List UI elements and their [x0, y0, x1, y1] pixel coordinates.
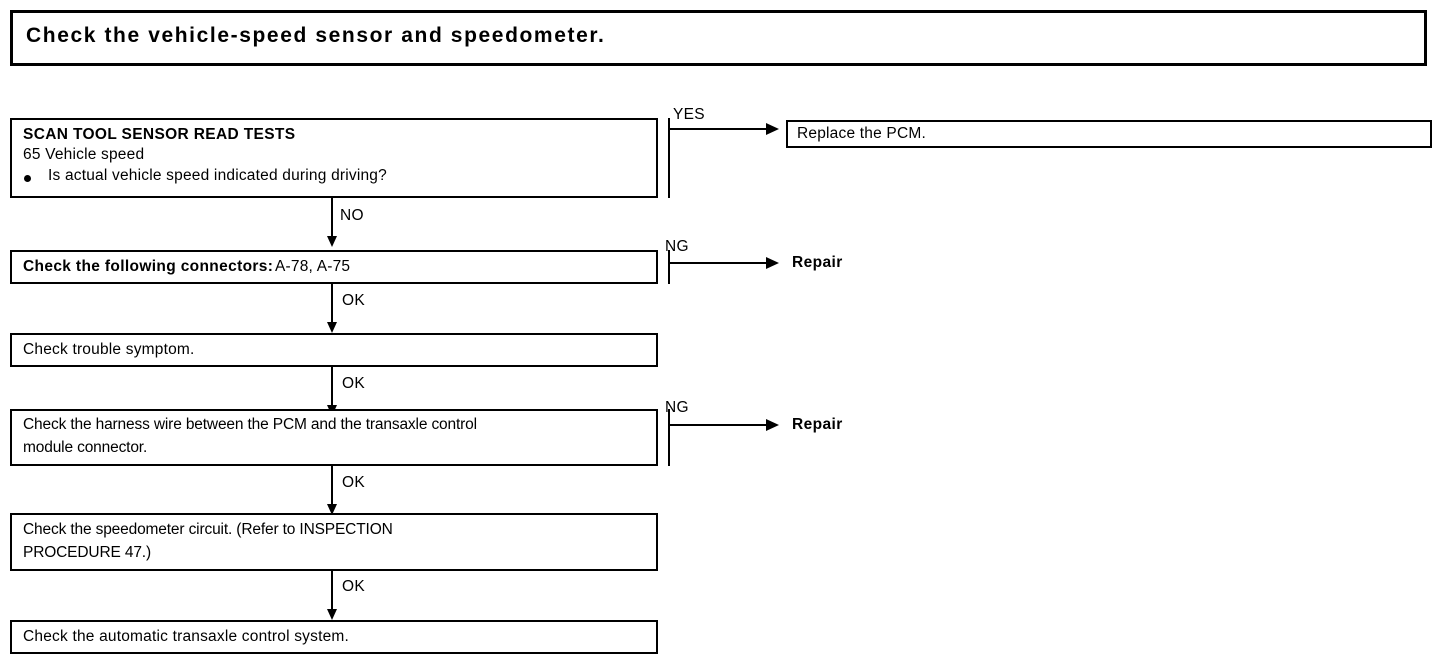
branch-label-ok-after-harness: OK	[342, 474, 365, 491]
bullet-icon	[24, 175, 31, 182]
ok-after-harness-line	[331, 466, 333, 504]
branch-label-ng-connectors: NG	[665, 238, 689, 255]
scan-tool-test-line-3: Is actual vehicle speed indicated during…	[48, 167, 387, 184]
repair-connectors-text: Repair	[792, 254, 843, 271]
ng-harness-vertical-line	[668, 409, 670, 466]
box-check-harness-wire: Check the harness wire between the PCM a…	[10, 409, 658, 466]
box-check-speedometer-circuit: Check the speedometer circuit. (Refer to…	[10, 513, 658, 571]
ng-connectors-arrow-icon	[766, 257, 779, 269]
check-automatic-transaxle-text: Check the automatic transaxle control sy…	[23, 628, 350, 645]
replace-pcm-text: Replace the PCM.	[797, 125, 926, 142]
branch-label-ok-after-connectors: OK	[342, 292, 365, 309]
branch-label-no: NO	[340, 207, 364, 224]
check-harness-wire-line-2: module connector.	[23, 439, 148, 456]
box-scan-tool-test: SCAN TOOL SENSOR READ TESTS 65 Vehicle s…	[10, 118, 658, 198]
ok-after-connectors-arrow-icon	[327, 322, 337, 333]
ok-after-speedometer-arrow-icon	[327, 609, 337, 620]
check-trouble-symptom-text: Check trouble symptom.	[23, 341, 195, 358]
repair-harness-text: Repair	[792, 416, 843, 433]
box-check-connectors: Check the following connectors: A-78, A-…	[10, 250, 658, 284]
check-connectors-values: A-78, A-75	[275, 258, 351, 275]
check-speedometer-circuit-line-1: Check the speedometer circuit. (Refer to…	[23, 521, 393, 538]
check-harness-wire-line-1: Check the harness wire between the PCM a…	[23, 416, 477, 433]
ng-connectors-horizontal-line	[668, 262, 770, 264]
ok-after-harness-arrow-icon	[327, 504, 337, 515]
branch-label-ng-harness: NG	[665, 399, 689, 416]
no-connector-arrow-icon	[327, 236, 337, 247]
branch-label-ok-after-symptom: OK	[342, 375, 365, 392]
check-connectors-label: Check the following connectors:	[23, 258, 274, 275]
branch-label-yes: YES	[673, 106, 705, 123]
box-check-automatic-transaxle: Check the automatic transaxle control sy…	[10, 620, 658, 654]
scan-tool-test-line-2: 65 Vehicle speed	[23, 146, 145, 163]
ng-connectors-vertical-line	[668, 250, 670, 284]
yes-branch-arrow-icon	[766, 123, 779, 135]
box-replace-pcm: Replace the PCM.	[786, 120, 1432, 148]
box-check-trouble-symptom: Check trouble symptom.	[10, 333, 658, 367]
ok-after-connectors-line	[331, 284, 333, 322]
title-banner: Check the vehicle-speed sensor and speed…	[10, 10, 1427, 66]
ok-after-symptom-line	[331, 367, 333, 405]
ok-after-speedometer-line	[331, 571, 333, 609]
check-speedometer-circuit-line-2: PROCEDURE 47.)	[23, 544, 151, 561]
branch-label-ok-after-speedometer: OK	[342, 578, 365, 595]
ng-harness-horizontal-line	[668, 424, 770, 426]
no-connector-line	[331, 198, 333, 236]
scan-tool-test-line-1: SCAN TOOL SENSOR READ TESTS	[23, 126, 296, 143]
yes-branch-vertical-line	[668, 118, 670, 198]
page-title: Check the vehicle-speed sensor and speed…	[26, 24, 606, 47]
yes-branch-horizontal-line	[668, 128, 770, 130]
ng-harness-arrow-icon	[766, 419, 779, 431]
